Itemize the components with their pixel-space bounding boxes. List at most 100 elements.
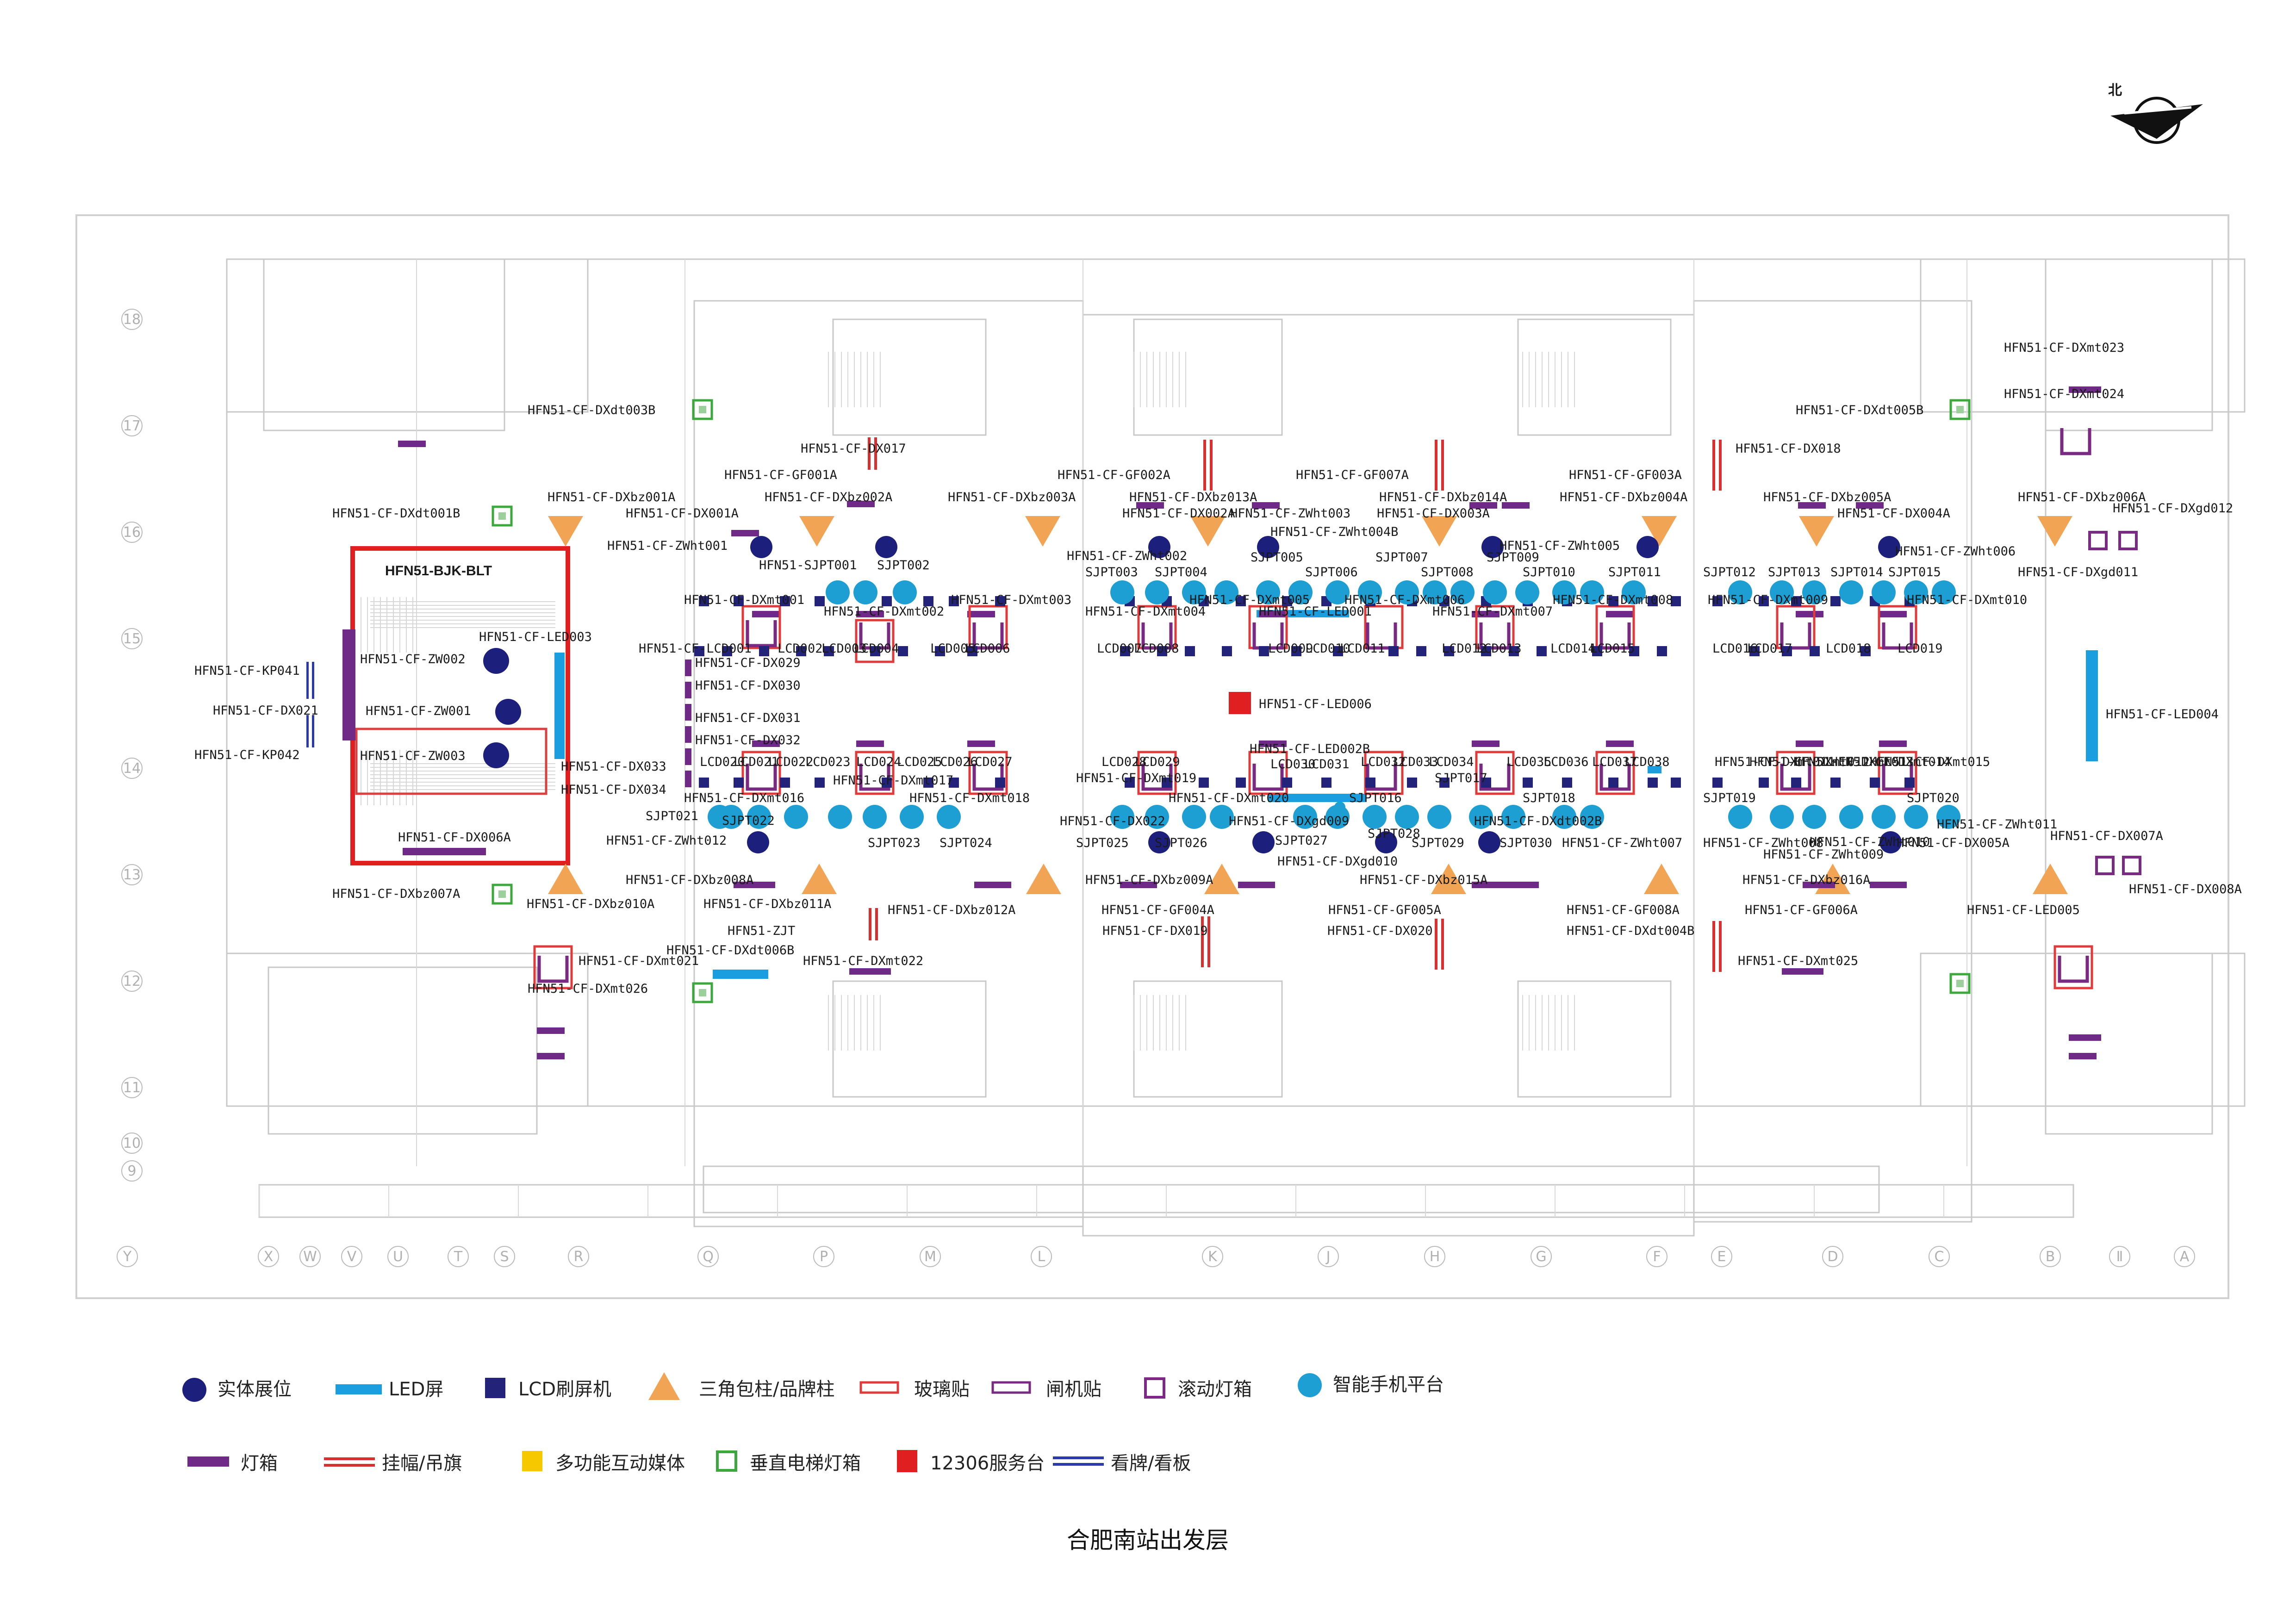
smartphone-platform [937,805,961,829]
triangle-column [2033,864,2068,894]
triangle-column [802,864,837,894]
grid-col-label: H [1430,1249,1440,1265]
glass-sticker [1364,751,1404,795]
position-label: HFN51-CF-ZWht012 [606,834,727,848]
position-label: SJPT017 [1435,771,1487,785]
legend-label: 挂幅/吊旗 [382,1453,462,1474]
position-label: HFN51-CF-DXmt002 [824,604,944,619]
smartphone-platform [1501,805,1525,829]
grid-row-marker [121,758,143,779]
legend-label: 灯箱 [241,1453,278,1474]
lcd-screen [1282,778,1292,788]
position-label: LCD033 [1393,755,1438,769]
position-label: LCD029 [1135,755,1180,769]
position-label: HFN51-CF-ZWht011 [1937,817,2057,832]
smartphone-platform [1515,580,1539,604]
sign-board [312,715,314,747]
grid-col-label: C [1935,1249,1944,1265]
position-label: HFN51-CF-ZW003 [360,749,466,763]
smartphone-platform [1770,580,1794,604]
position-label: HFN51-CF-DXmt009 [1708,593,1828,607]
smartphone-platform [1110,805,1134,829]
lcd-screen [1321,778,1332,788]
smartphone-platform [1214,580,1238,604]
position-label: HFN51-CF-DXmt016 [684,791,804,805]
lcd-screen [1222,646,1232,656]
lightbox [1120,882,1157,888]
position-label: HFN51-CF-DXmt003 [951,593,1071,607]
glass-sticker [855,751,895,795]
lcd-screen [898,646,908,656]
grid-col-marker [1031,1246,1052,1267]
grid-col-marker [494,1246,515,1267]
wall [703,1165,1880,1213]
position-label: HFN51-CF-ZWht010 [1810,835,1930,849]
position-label: HFN51-CF-DXgd009 [1229,814,1349,828]
lightbox [1472,611,1500,617]
banner-flag [868,437,871,470]
lcd-screen [1810,646,1820,656]
legend-label: LED屏 [389,1379,443,1400]
triangle-column [1644,864,1679,894]
smartphone-platform [1293,805,1317,829]
triangle-column [1422,516,1457,547]
smartphone-platform [893,580,917,604]
grid-col-marker [341,1246,362,1267]
position-label: LCD021 [734,755,779,769]
lcd-screen [1830,778,1841,788]
grid-col-marker [2174,1246,2195,1267]
lcd-screen [1870,778,1880,788]
lightbox [1238,882,1275,888]
position-label: HFN51-CF-DXmt007 [1432,604,1553,619]
lightbox [967,740,995,747]
lcd-screen [759,646,769,656]
north-arrow-icon: 北 [2108,83,2203,144]
wall [2045,258,2213,431]
grid-row-label: 18 [123,311,141,328]
gate-sticker [1479,764,1511,791]
elevator-lightbox [692,982,713,1003]
position-label: HFN51-CF-DX005A [1897,836,2010,850]
grid-col-label: M [924,1249,936,1265]
position-label: HFN51-CF-DX004A [1837,506,1950,521]
lcd-screen [1523,778,1533,788]
position-label: HFN51-CF-DX003A [1377,506,1490,521]
exhibit-booth [1879,831,1902,853]
legend-led-icon [336,1384,382,1394]
smartphone-platform [1450,580,1475,604]
lcd-screen [815,596,825,606]
banner-flag [1435,440,1437,491]
led004-screen [2086,650,2098,761]
grid-row-label: 10 [123,1135,141,1151]
gate-sticker [746,764,777,791]
lcd-screen [1791,778,1801,788]
wall [226,258,2047,1107]
position-label: LCD031 [1304,757,1350,772]
smartphone-platform [1363,805,1387,829]
position-label: HFN51-CF-DX021 [213,703,318,718]
lcd-screen [1562,778,1572,788]
grid-col-label: Y [123,1249,132,1265]
legend-label: LCD刷屏机 [518,1379,611,1400]
legend-media-icon [522,1451,542,1471]
grid-row-label: 9 [127,1163,136,1179]
position-label: HFN51-CF-DXmt010 [1907,593,2027,607]
exhibit-booth [750,536,772,558]
lcd-screen [1759,596,1769,606]
position-label: HFN51-CF-GF004A [1101,903,1214,917]
position-labels: HFN51-CF-DXmt023HFN51-CF-DXmt024HFN51-CF… [194,341,2242,996]
position-label: HFN51-CF-DX032 [695,733,801,747]
wall [1133,318,1283,436]
position-label: HFN51-CF-DXmt014 [1830,755,1951,769]
position-label: LCD018 [1826,641,1871,656]
elevator-lightbox-core [498,890,506,898]
lightbox [2069,1053,2097,1059]
lcd-screen [1388,646,1399,656]
exhibit-booth [1878,536,1900,558]
smartphone-platform [1325,580,1350,604]
lightbox-dx [685,704,691,721]
smartphone-platform [1145,805,1169,829]
lightbox [1259,611,1287,617]
legend-label: 滚动灯箱 [1178,1379,1252,1400]
